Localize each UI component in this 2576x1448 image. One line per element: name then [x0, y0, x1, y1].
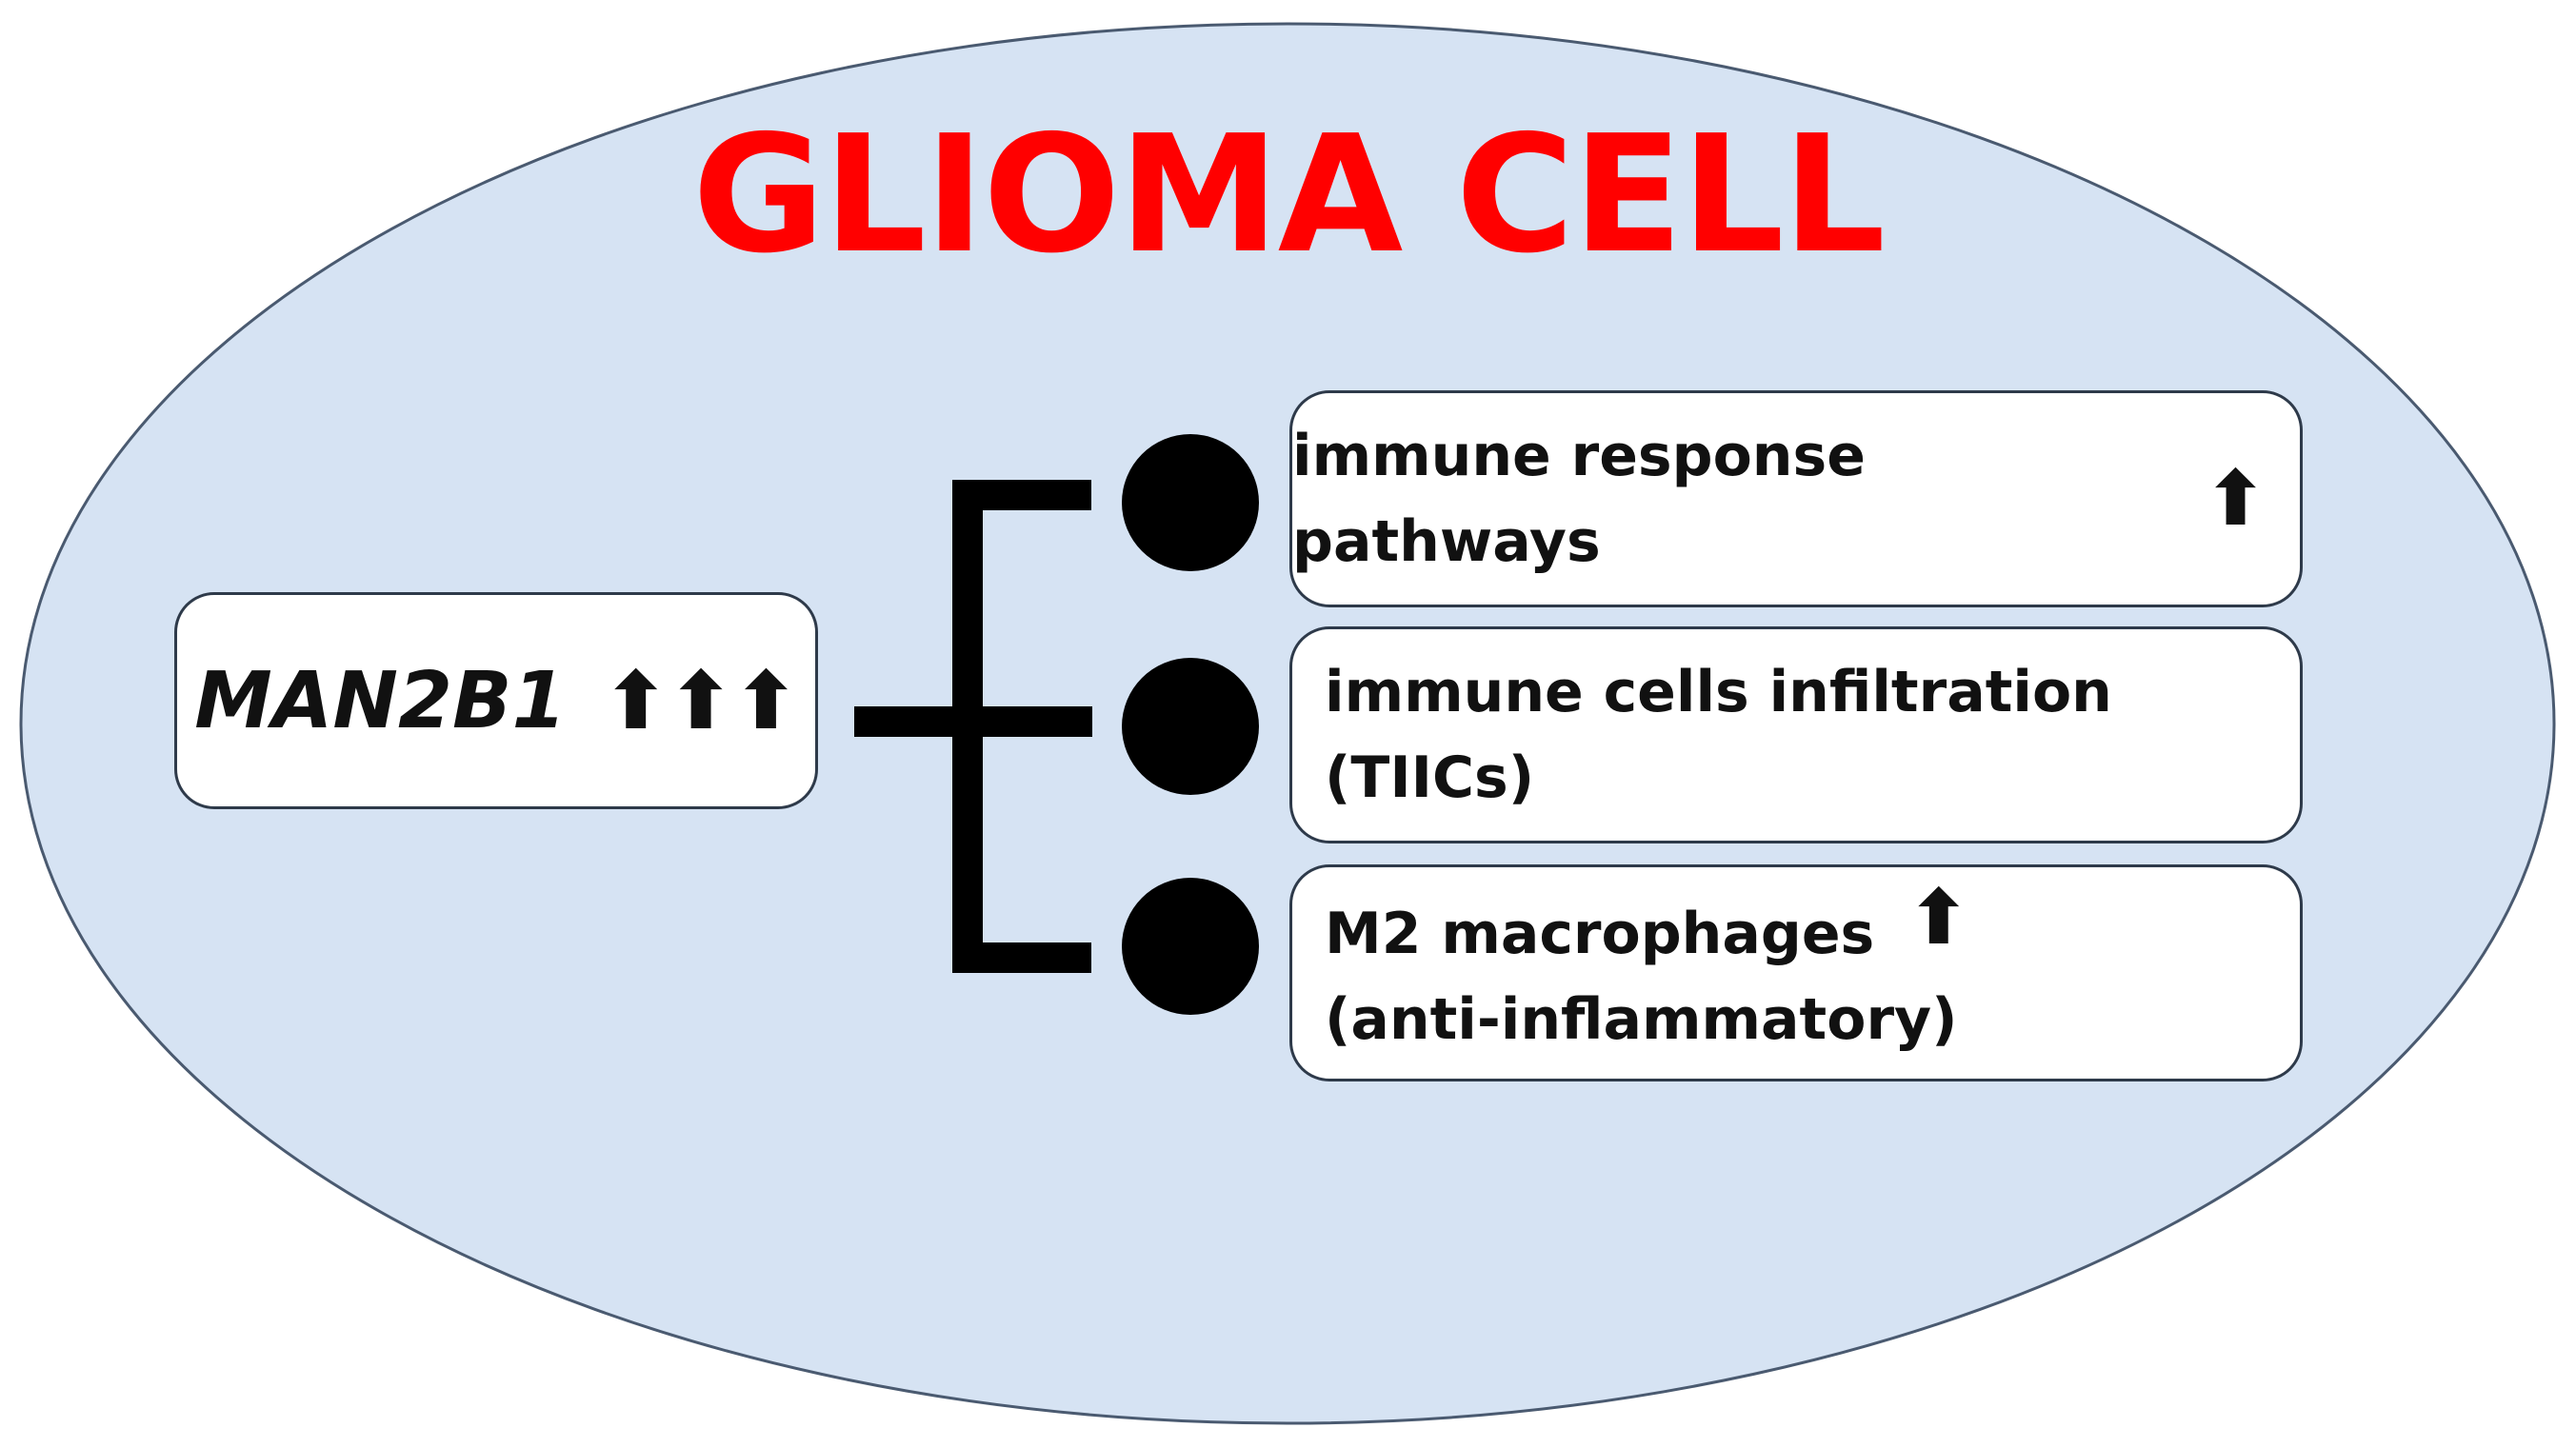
effect-label-group: M2 macrophages ⬆ (anti-inflammatory)	[1325, 874, 1970, 1062]
gene-box: MAN2B1 ⬆⬆⬆	[174, 592, 818, 809]
diagram-title: GLIOMA CELL	[691, 101, 1886, 289]
up-arrow-icon: ⬆	[2203, 454, 2267, 543]
effect-label: immune cells infiltration (TIICs)	[1325, 659, 2112, 811]
connector-branch-middle	[952, 706, 1091, 737]
effect-box-immune-response: immune response pathways ⬆	[1289, 390, 2303, 607]
connector-branch-bottom	[952, 942, 1091, 973]
gene-name: MAN2B1	[194, 655, 567, 746]
bullet-dot-3	[1122, 878, 1259, 1015]
effect-box-immune-infiltration: immune cells infiltration (TIICs)	[1289, 626, 2303, 843]
bullet-dot-2	[1122, 658, 1259, 795]
up-arrow-icon: ⬆	[1907, 872, 1971, 962]
effect-box-m2-macrophages: M2 macrophages ⬆ (anti-inflammatory)	[1289, 864, 2303, 1081]
branch-connector	[854, 480, 1092, 973]
effect-label-line-1: M2 macrophages	[1325, 900, 1875, 967]
connector-branch-top	[952, 480, 1091, 510]
up-arrows-icon: ⬆⬆⬆	[602, 654, 800, 747]
effect-line: M2 macrophages ⬆	[1325, 874, 1970, 977]
bullet-dot-1	[1122, 434, 1259, 571]
effect-label-line-2: (anti-inflammatory)	[1325, 985, 1958, 1053]
effect-label: immune response pathways	[1292, 423, 1866, 575]
